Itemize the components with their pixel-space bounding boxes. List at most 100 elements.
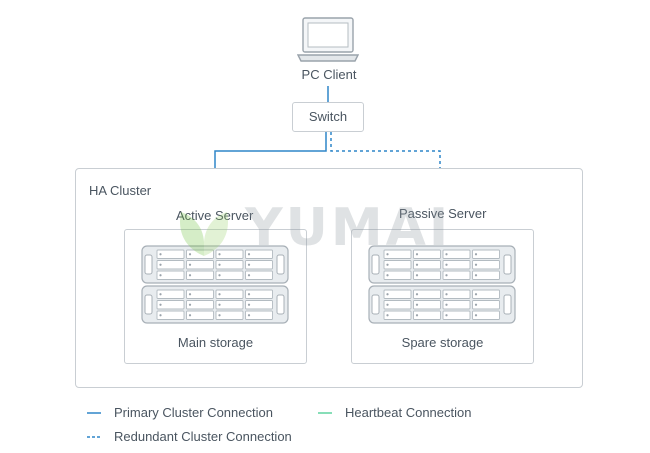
drive-bay xyxy=(472,260,500,270)
drive-bay xyxy=(442,260,471,270)
drive-led xyxy=(474,274,478,277)
drive-bay xyxy=(156,249,185,259)
drive-led xyxy=(218,253,221,256)
drive-led xyxy=(159,293,162,296)
drive-bay xyxy=(245,249,273,259)
drive-bay xyxy=(215,260,244,270)
drive-bay xyxy=(245,300,273,310)
drive-led xyxy=(247,274,251,277)
drive-bay xyxy=(186,249,214,259)
drive-led xyxy=(415,293,419,296)
drive-bay xyxy=(442,270,471,280)
drive-led xyxy=(445,314,448,317)
server-rack-icon xyxy=(368,245,516,324)
drive-bay xyxy=(383,270,412,280)
drive-led xyxy=(218,263,221,266)
drive-bay xyxy=(245,310,273,320)
drive-led xyxy=(188,303,192,306)
passive-server-label: Passive Server xyxy=(399,206,487,221)
drive-led xyxy=(415,263,419,266)
drive-bay xyxy=(413,289,441,299)
legend-primary-swatch xyxy=(87,412,101,414)
legend-heartbeat-label: Heartbeat Connection xyxy=(345,405,472,420)
drive-led xyxy=(474,303,478,306)
drive-led xyxy=(386,253,389,256)
drive-bay xyxy=(215,249,244,259)
drive-bay xyxy=(156,300,185,310)
drive-bay xyxy=(156,270,185,280)
drive-led xyxy=(247,253,251,256)
drive-led xyxy=(474,253,478,256)
drive-bay xyxy=(186,260,214,270)
drive-bay xyxy=(442,300,471,310)
drive-bay xyxy=(383,249,412,259)
drive-led xyxy=(415,253,419,256)
drive-led xyxy=(415,314,419,317)
rack-handle xyxy=(371,294,380,315)
drive-bay xyxy=(442,310,471,320)
legend-heartbeat-swatch xyxy=(318,412,332,414)
drive-bay xyxy=(186,310,214,320)
drive-bay xyxy=(383,310,412,320)
drive-bay xyxy=(383,260,412,270)
spare-storage-box: Spare storage xyxy=(351,229,534,364)
drive-led xyxy=(386,274,389,277)
drive-led xyxy=(474,263,478,266)
drive-led xyxy=(247,263,251,266)
drive-bay xyxy=(215,300,244,310)
drive-bay xyxy=(472,270,500,280)
drive-led xyxy=(159,314,162,317)
drive-led xyxy=(386,263,389,266)
legend-primary-label: Primary Cluster Connection xyxy=(114,405,273,420)
rack-handle xyxy=(144,254,153,275)
drive-led xyxy=(247,314,251,317)
drive-led xyxy=(386,314,389,317)
drive-led xyxy=(445,303,448,306)
drive-bay xyxy=(413,300,441,310)
drive-led xyxy=(415,303,419,306)
drive-led xyxy=(474,293,478,296)
drive-led xyxy=(188,293,192,296)
drive-led xyxy=(188,253,192,256)
drive-bay xyxy=(186,300,214,310)
switch-node: Switch xyxy=(292,102,364,132)
legend-redundant-label: Redundant Cluster Connection xyxy=(114,429,292,444)
active-server-label: Active Server xyxy=(176,208,254,223)
spare-storage-label: Spare storage xyxy=(401,335,484,350)
drive-bay xyxy=(413,260,441,270)
drive-led xyxy=(188,263,192,266)
drive-led xyxy=(218,293,221,296)
laptop-icon xyxy=(297,17,359,62)
drive-led xyxy=(218,314,221,317)
drive-bay xyxy=(472,289,500,299)
drive-bay xyxy=(245,270,273,280)
drive-bay xyxy=(245,289,273,299)
drive-bay xyxy=(472,249,500,259)
drive-led xyxy=(218,303,221,306)
main-storage-box: Main storage xyxy=(124,229,307,364)
server-rack-icon xyxy=(141,245,289,324)
drive-led xyxy=(159,274,162,277)
switch-label: Switch xyxy=(308,109,348,124)
drive-led xyxy=(247,293,251,296)
pc-client-label: PC Client xyxy=(301,67,357,82)
rack-handle xyxy=(503,294,512,315)
drive-bay xyxy=(413,249,441,259)
drive-led xyxy=(188,274,192,277)
drive-led xyxy=(445,293,448,296)
drive-bay xyxy=(215,289,244,299)
drive-bay xyxy=(472,310,500,320)
drive-led xyxy=(445,263,448,266)
drive-led xyxy=(386,303,389,306)
drive-led xyxy=(247,303,251,306)
drive-led xyxy=(159,303,162,306)
drive-led xyxy=(159,253,162,256)
drive-led xyxy=(386,293,389,296)
rack-handle xyxy=(276,254,285,275)
rack-handle xyxy=(144,294,153,315)
main-storage-label: Main storage xyxy=(177,335,254,350)
rack-handle xyxy=(276,294,285,315)
drive-bay xyxy=(156,310,185,320)
drive-bay xyxy=(156,289,185,299)
drive-bay xyxy=(413,270,441,280)
